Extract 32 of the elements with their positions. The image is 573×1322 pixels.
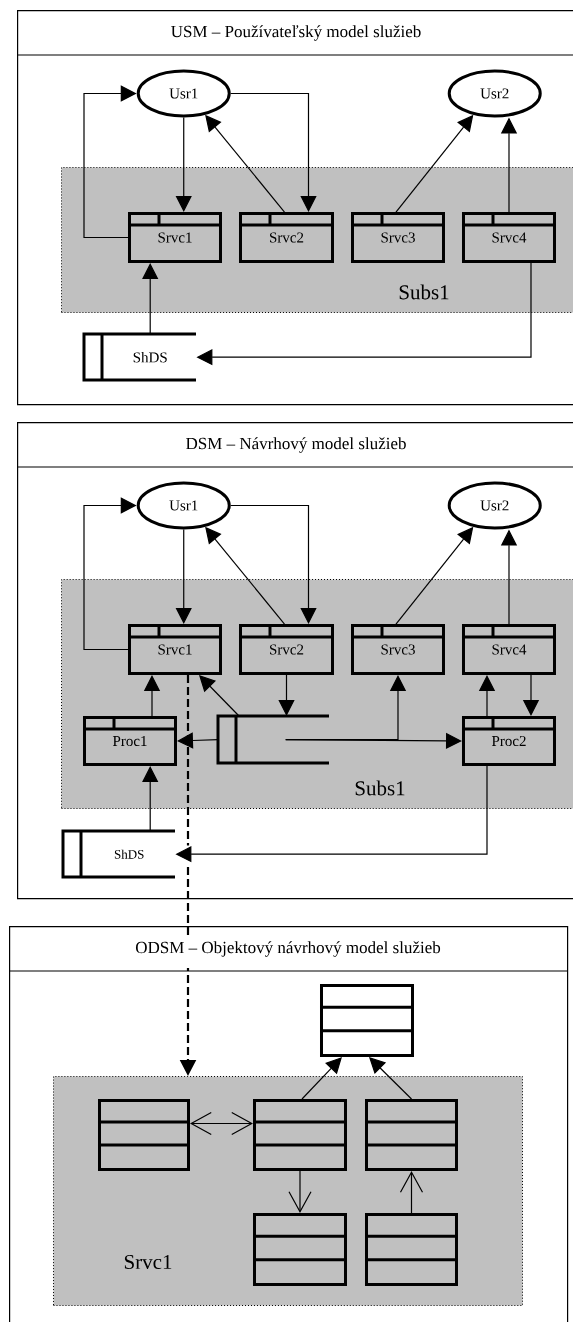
data-store: ShDS xyxy=(82,332,196,382)
arrow xyxy=(177,732,219,749)
arrow xyxy=(369,1057,413,1100)
service-box: Srvc3 xyxy=(351,212,445,263)
service-box: Proc1 xyxy=(83,716,177,766)
data-store: ShDS xyxy=(61,829,175,879)
arrow xyxy=(175,116,192,212)
class-box xyxy=(253,1099,347,1171)
class-box xyxy=(365,1099,458,1171)
data-store xyxy=(216,714,329,765)
arrow xyxy=(278,674,295,716)
arrow xyxy=(230,504,317,624)
service-box: Srvc2 xyxy=(239,212,334,263)
arrow xyxy=(230,92,317,212)
class-box xyxy=(320,984,414,1057)
arrow xyxy=(288,1170,312,1213)
service-box: Srvc4 xyxy=(462,212,556,263)
arrow xyxy=(175,528,192,624)
arrow xyxy=(199,675,240,717)
service-box: Proc2 xyxy=(462,716,556,766)
class-box xyxy=(253,1213,347,1286)
arrow xyxy=(301,1057,342,1100)
arrow xyxy=(399,1171,424,1214)
service-box: Srvc3 xyxy=(351,624,445,675)
arrow xyxy=(190,1111,253,1136)
class-box xyxy=(365,1213,458,1286)
subsystem-area: Srvc1 xyxy=(53,1076,523,1306)
service-box: Srvc4 xyxy=(462,624,556,675)
service-box: Srvc2 xyxy=(239,624,334,675)
class-box xyxy=(98,1099,190,1171)
service-box: Srvc1 xyxy=(128,212,222,263)
service-box: Srvc1 xyxy=(128,624,222,675)
